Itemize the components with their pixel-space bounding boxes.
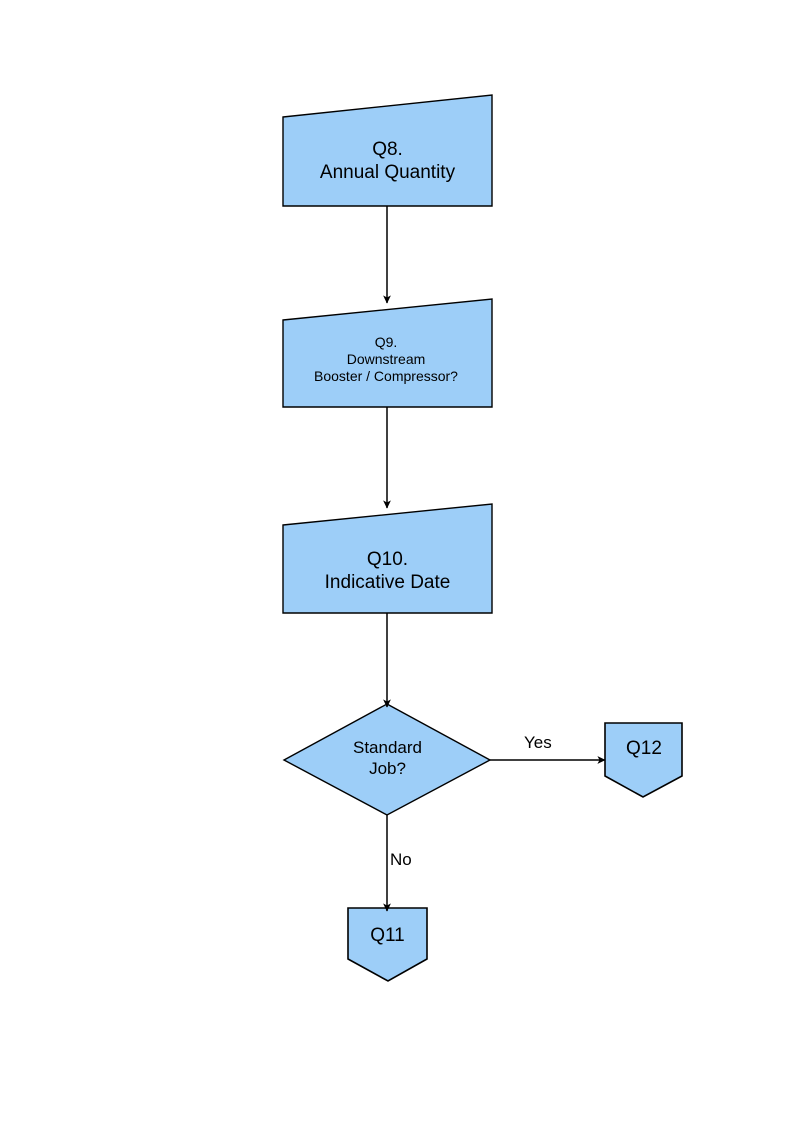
node-shape-q11[interactable] (347, 907, 428, 982)
node-shape-q12[interactable] (604, 722, 683, 798)
node-shape-q8[interactable] (282, 94, 493, 207)
node-shape-q9[interactable] (282, 298, 493, 408)
node-shape-decision[interactable] (282, 703, 492, 816)
node-shape-q10[interactable] (282, 503, 493, 614)
